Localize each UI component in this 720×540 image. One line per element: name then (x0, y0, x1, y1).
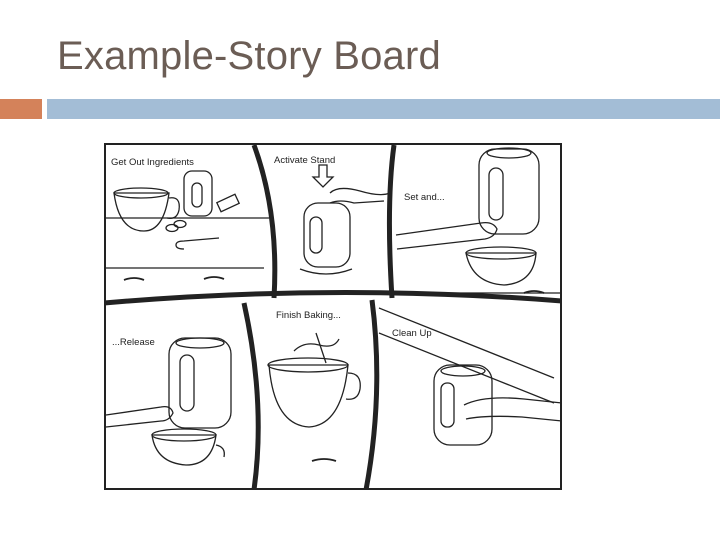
panel-1-caption: Get Out Ingredients (111, 157, 194, 168)
panel-2-scene (299, 164, 391, 275)
panel-divider (241, 302, 261, 490)
panel-4-scene (105, 337, 232, 466)
panel-divider (104, 289, 562, 306)
panel-divider (363, 299, 380, 490)
panel-6-caption: Clean Up (392, 328, 432, 339)
panel-1-scene (104, 170, 269, 281)
accent-bar-orange (0, 99, 42, 119)
panel-divider (386, 144, 397, 299)
slide-title: Example-Story Board (57, 34, 441, 78)
storyboard-illustration: Get Out Ingredients Activate Stand Set a… (104, 143, 562, 490)
panel-6-scene (378, 307, 562, 446)
accent-bar-blue (47, 99, 720, 119)
panel-2-caption: Activate Stand (274, 155, 335, 166)
panel-4-caption: ...Release (112, 337, 155, 348)
panel-3-caption: Set and... (404, 192, 445, 203)
panel-3-scene (395, 147, 562, 294)
panel-5-scene (267, 332, 361, 462)
panel-5-caption: Finish Baking... (276, 310, 341, 321)
panel-divider (251, 144, 278, 299)
